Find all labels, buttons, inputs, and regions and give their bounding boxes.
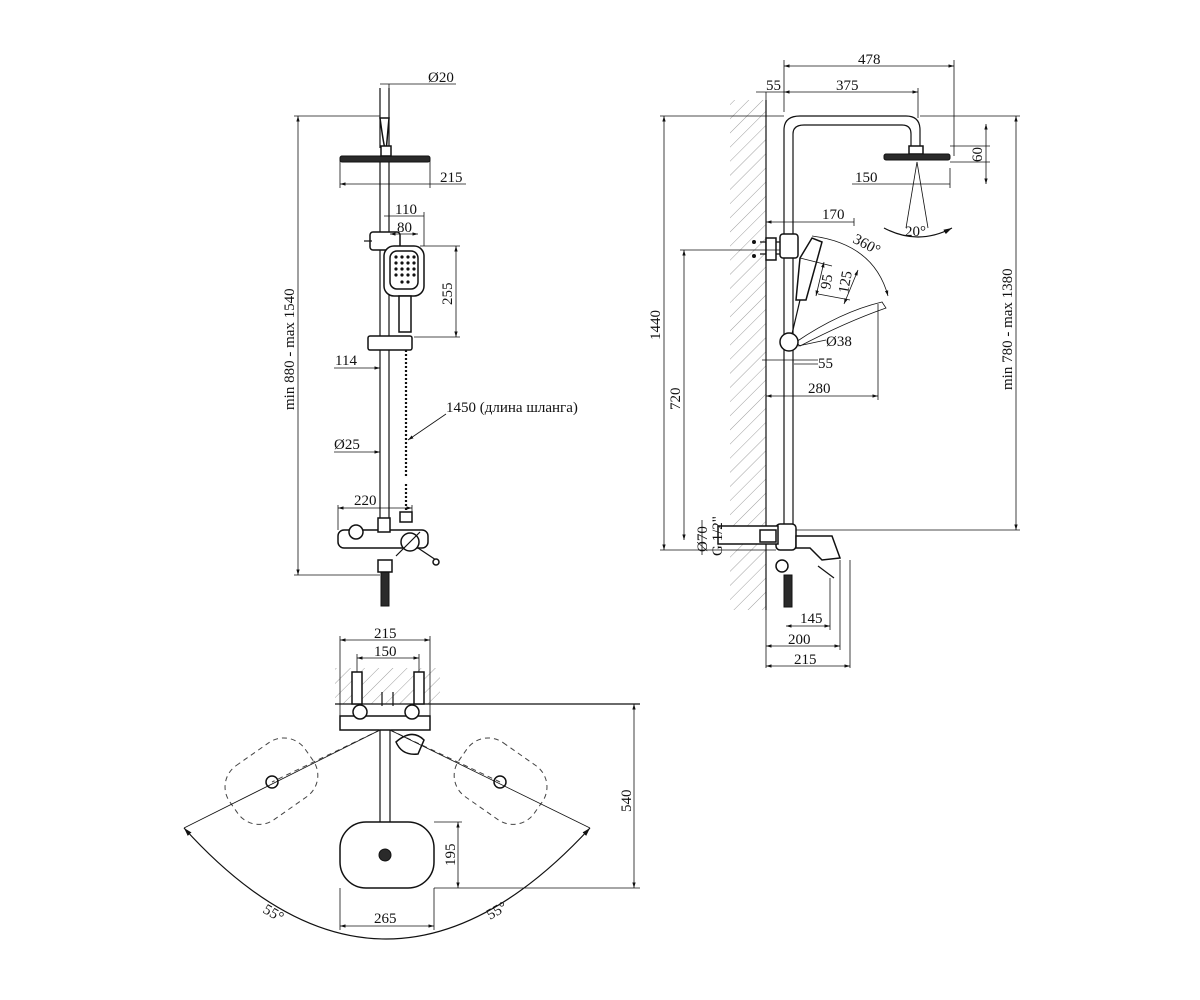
mixer-side xyxy=(775,523,797,551)
dim-spout-145: 145 xyxy=(800,611,823,627)
dim-angle-right: 55° xyxy=(484,899,510,923)
dim-head-height: min 780 - max 1380 xyxy=(1000,268,1016,390)
dim-thread: G 1/2" xyxy=(710,516,726,556)
dim-hand-length: 255 xyxy=(440,283,456,306)
bath-hose-side xyxy=(783,574,793,608)
dim-hand-a: 95 xyxy=(818,273,836,291)
dim-hand-reach: 280 xyxy=(808,381,831,397)
dim-connection-150: 150 xyxy=(374,644,397,660)
dim-depth-540: 540 xyxy=(619,790,635,813)
front-view: Ø20 215 110 80 255 114 min 880 - max 154… xyxy=(282,70,578,607)
rain-joint xyxy=(908,145,924,155)
dim-hand-b: 125 xyxy=(836,270,856,295)
spout-side xyxy=(795,535,842,561)
dim-spout-200: 200 xyxy=(788,632,811,648)
dim-spray-angle: 20° xyxy=(905,224,926,240)
dim-overall-height: 1440 xyxy=(648,310,664,340)
dim-rain-head-width: 215 xyxy=(440,170,463,186)
rain-head-rotated-right xyxy=(453,737,548,825)
holder-side xyxy=(779,332,799,352)
rotation-arc xyxy=(183,827,591,940)
dim-hose-length: 1450 (длина шланга) xyxy=(446,400,578,416)
mixer-top xyxy=(339,715,431,731)
spout-top xyxy=(395,733,425,755)
rain-head-rotated-left xyxy=(224,737,319,825)
dim-hand-offset: 170 xyxy=(822,207,845,223)
dim-spout-215: 215 xyxy=(794,652,817,668)
dim-angle-left: 55° xyxy=(260,902,286,926)
hand-shower-alt-position xyxy=(795,301,887,347)
rain-shower-head xyxy=(339,155,431,163)
dim-mixer-width: 220 xyxy=(354,493,377,509)
dim-total-reach: 478 xyxy=(858,52,881,68)
dim-hand-total: 110 xyxy=(395,202,417,218)
wall xyxy=(730,100,766,610)
dim-wall-offset: 55 xyxy=(766,78,781,94)
dim-arm-length: 375 xyxy=(836,78,859,94)
shower-pipe xyxy=(783,115,921,530)
side-view: 20° 360° 95 125 4 xyxy=(648,52,1020,668)
dim-rain-pipe-dia: Ø20 xyxy=(428,70,454,86)
dim-holder-dia: Ø38 xyxy=(826,334,852,350)
hand-shower-side xyxy=(795,237,823,301)
dim-holder-offset: 114 xyxy=(335,353,357,369)
dim-flange-dia: Ø70 xyxy=(695,526,711,552)
dim-mixer-to-holder: 720 xyxy=(668,388,684,411)
rain-head-joint xyxy=(380,145,392,157)
dim-head-thickness: 60 xyxy=(970,147,986,162)
dim-bar-dia: Ø25 xyxy=(334,437,360,453)
dim-head-depth-195: 195 xyxy=(443,844,459,867)
dim-total-height: min 880 - max 1540 xyxy=(282,288,298,410)
slider-side xyxy=(779,233,799,259)
dim-hand-head: 80 xyxy=(397,220,412,236)
bath-hose-outlet xyxy=(380,569,390,607)
hand-shower-handle xyxy=(398,295,412,333)
top-view: 55° 55° 215 150 540 195 265 xyxy=(183,626,640,940)
rain-head-side xyxy=(883,153,951,161)
dim-rotation: 360° xyxy=(850,231,883,259)
dim-holder-depth: 55 xyxy=(818,356,833,372)
dim-width-215: 215 xyxy=(374,626,397,642)
dim-head-width-265: 265 xyxy=(374,911,397,927)
spray-nozzles xyxy=(394,255,416,284)
dim-head-half: 150 xyxy=(855,170,878,186)
hand-shower-holder xyxy=(367,335,413,351)
